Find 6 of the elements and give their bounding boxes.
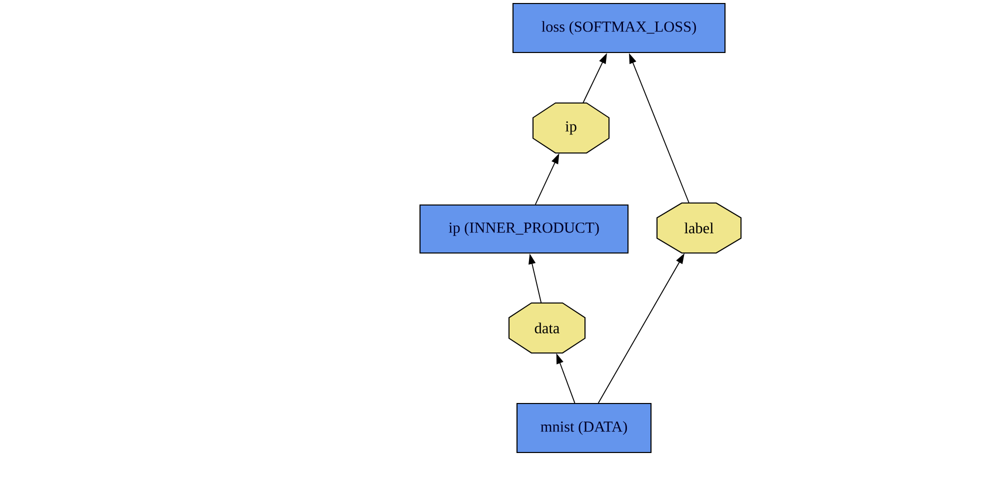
blob-octagon: data (508, 302, 586, 354)
blob-octagon: label (656, 202, 742, 254)
layer-box: ip (INNER_PRODUCT) (419, 204, 629, 254)
layer-box: mnist (DATA) (516, 402, 652, 454)
blob-octagon: ip (532, 102, 610, 154)
layer-box: loss (SOFTMAX_LOSS) (512, 2, 726, 54)
